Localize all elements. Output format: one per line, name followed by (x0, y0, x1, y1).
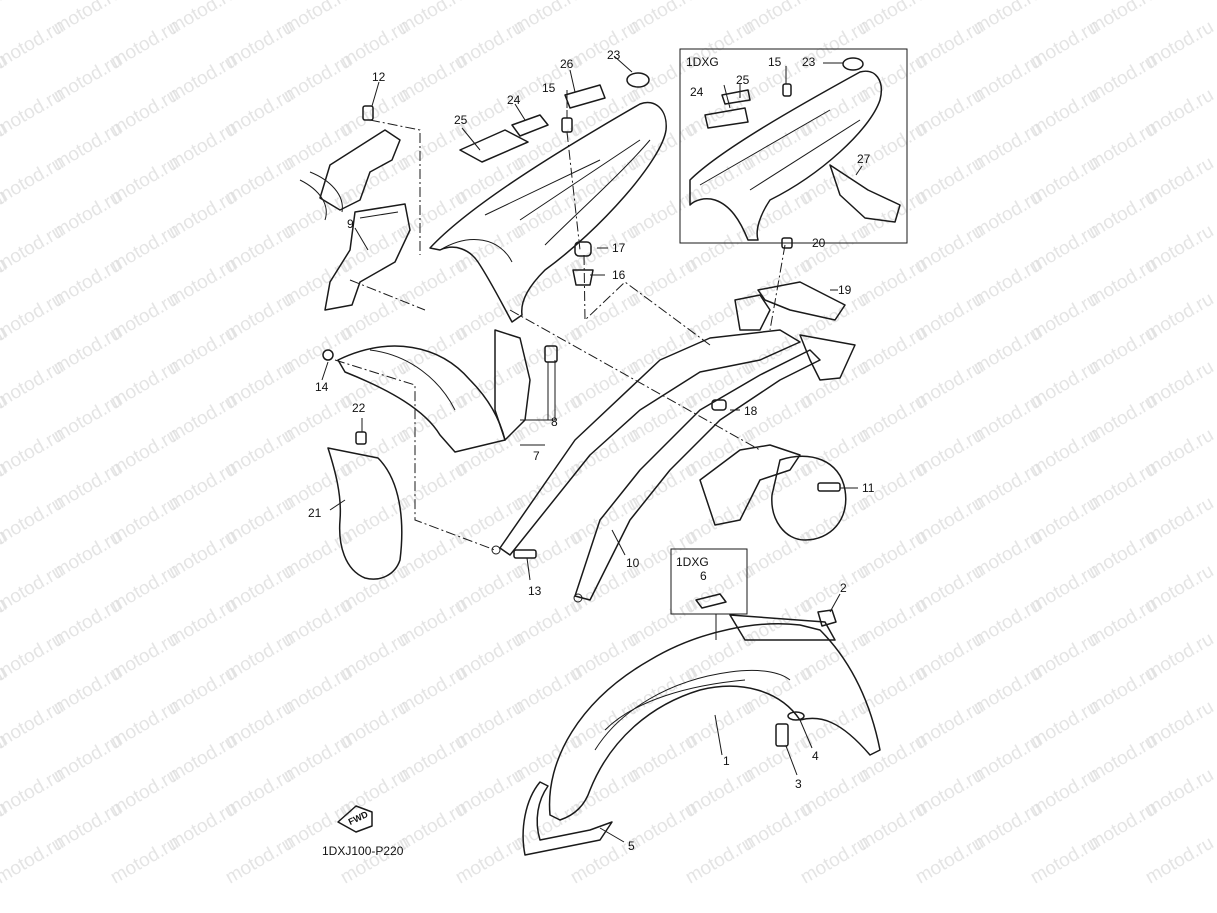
watermark-text: motod.ru (0, 153, 67, 209)
watermark-text: motod.ru (0, 493, 67, 549)
callout-3: 3 (795, 777, 802, 791)
watermark-text: motod.ru (337, 833, 412, 889)
watermark-text: motod.ru (1027, 833, 1102, 889)
assembly-lines (334, 119, 786, 551)
fender-trim (522, 781, 613, 856)
watermark-text: motod.ru (0, 221, 67, 277)
inset-callout-labels: 15 23 24 25 27 (690, 55, 871, 166)
callout-21: 21 (308, 506, 322, 520)
side-cover (324, 203, 411, 311)
watermark-text: motod.ru (222, 833, 297, 889)
callout-6: 6 (700, 569, 707, 583)
watermark-text: motod.ru (0, 833, 67, 889)
inset-bottom: 1DXG (670, 548, 748, 640)
watermark-text: motod.ru (0, 17, 67, 73)
callout-13: 13 (528, 584, 542, 598)
frame-stub (299, 129, 401, 221)
callout-4: 4 (812, 749, 819, 763)
rear-frame (491, 294, 856, 603)
watermark-text: motod.ru (912, 833, 987, 889)
callout-20: 20 (812, 236, 826, 250)
callout-12: 12 (372, 70, 386, 84)
callout-15: 15 (542, 81, 556, 95)
inset-callout-27: 27 (857, 152, 871, 166)
callout-7: 7 (533, 449, 540, 463)
bracket-19 (757, 281, 846, 321)
inset-top-code: 1DXG (686, 55, 719, 69)
watermark-text: motod.ru (0, 561, 67, 617)
mud-guard (327, 447, 403, 580)
frame-right (699, 444, 847, 541)
decals (459, 72, 650, 163)
callout-11: 11 (862, 481, 875, 495)
callout-22: 22 (352, 401, 366, 415)
callout-1: 1 (723, 754, 730, 768)
watermark-text: motod.ru (0, 0, 10, 38)
watermark-text: motod.ru (0, 629, 67, 685)
callout-25: 25 (454, 113, 468, 127)
watermark-text: motod.ru (0, 765, 67, 821)
watermark-text: motod.ru (0, 425, 67, 481)
callout-18: 18 (744, 404, 758, 418)
front-fender (548, 614, 881, 821)
callout-10: 10 (626, 556, 640, 570)
watermark-text: motod.ru (0, 289, 67, 345)
watermark-text: motod.ru (0, 357, 67, 413)
callout-26: 26 (560, 57, 574, 71)
inset-callout-25: 25 (736, 73, 750, 87)
callout-16: 16 (612, 268, 626, 282)
callout-labels: 1 2 3 4 5 6 7 8 9 10 11 12 13 14 15 16 1… (308, 48, 875, 853)
watermark-text: motod.ru (452, 833, 527, 889)
callout-17: 17 (612, 241, 626, 255)
callout-14: 14 (315, 380, 329, 394)
watermark-text: motod.ru (107, 833, 182, 889)
watermark-text: motod.ru (1142, 833, 1217, 889)
watermark-text: motod.ru (0, 85, 67, 141)
inset-callout-24: 24 (690, 85, 704, 99)
leader-lines (321, 55, 863, 843)
callout-9: 9 (347, 217, 354, 231)
inset-callout-15: 15 (768, 55, 782, 69)
callout-19: 19 (838, 283, 852, 297)
callout-5: 5 (628, 839, 635, 853)
inset-top: 1DXG (679, 48, 908, 244)
callout-8: 8 (551, 415, 558, 429)
drawing-code: 1DXJ100-P220 (322, 844, 404, 858)
watermark-text: motod.ru (0, 697, 67, 753)
callout-24: 24 (507, 93, 521, 107)
watermark-text: motod.ru (797, 833, 872, 889)
inset-callout-23: 23 (802, 55, 816, 69)
watermark-text: motod.ru (682, 833, 757, 889)
inset-bottom-code: 1DXG (676, 555, 709, 569)
callout-23: 23 (607, 48, 621, 62)
callout-2: 2 (840, 581, 847, 595)
